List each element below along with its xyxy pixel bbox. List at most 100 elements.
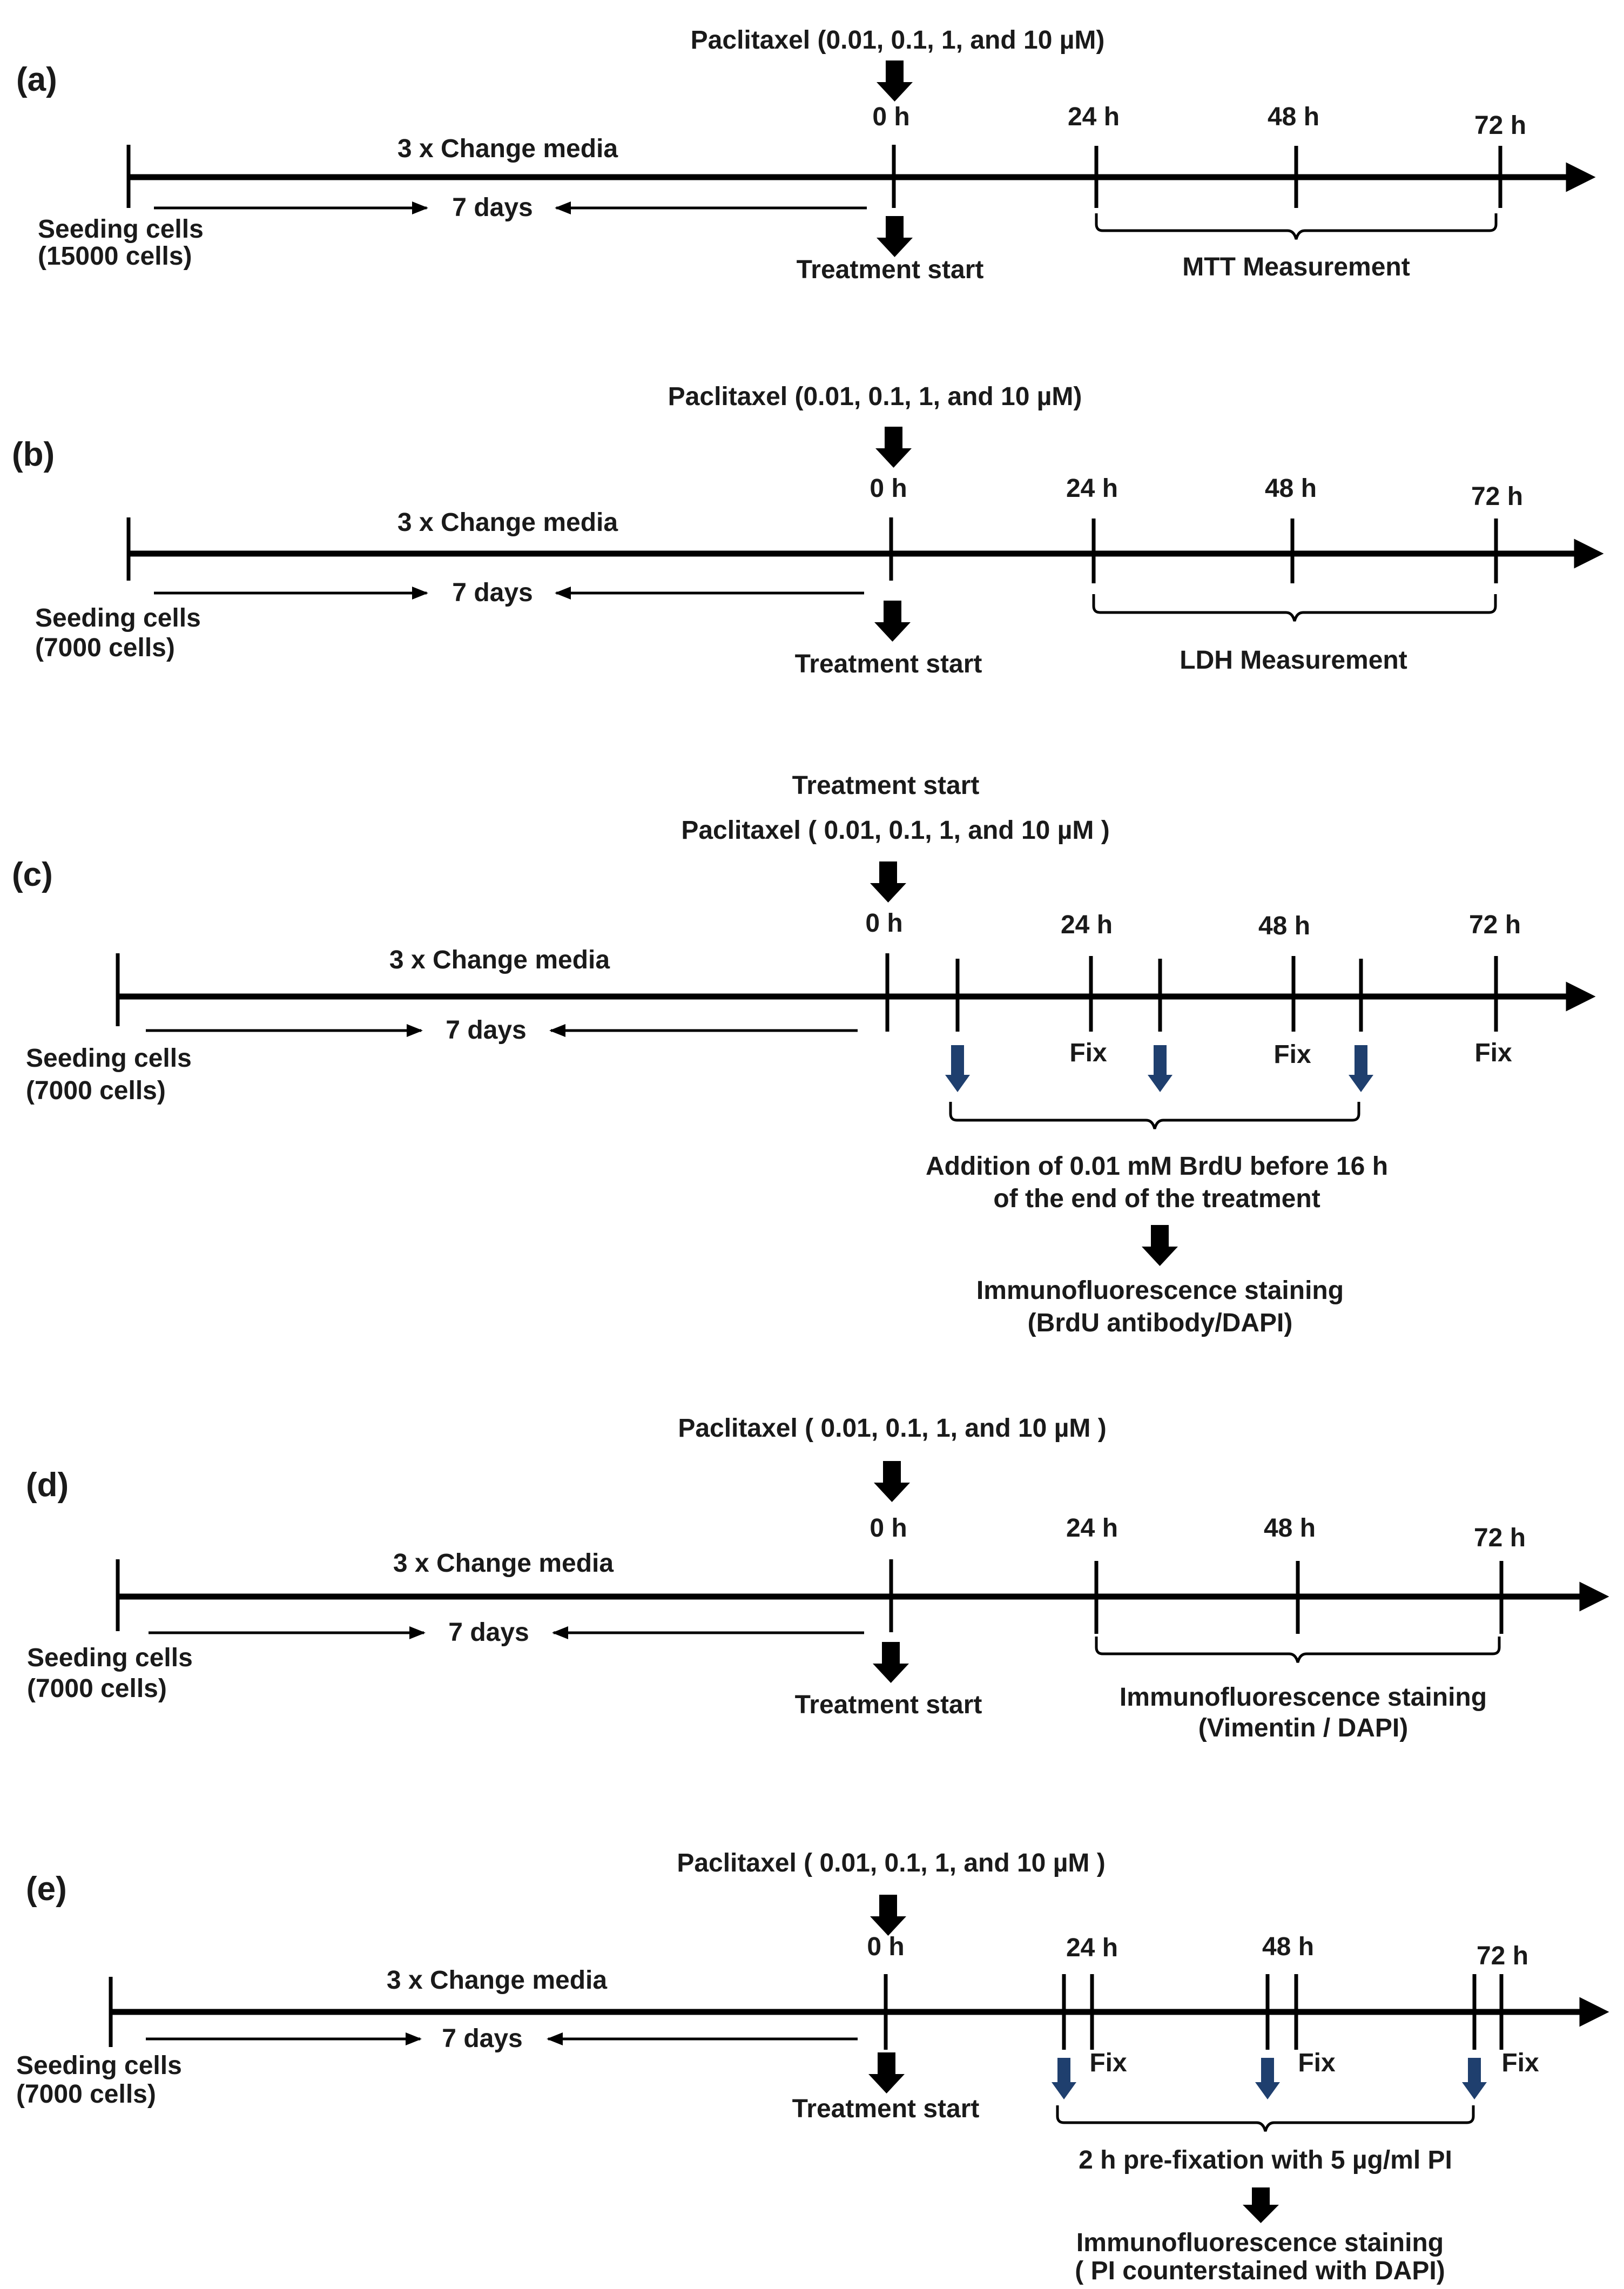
seeding-label: Seeding cells (27, 1644, 193, 1672)
down-arrow-icon (875, 427, 912, 468)
treatment-start-label: Treatment start (795, 650, 982, 678)
time-24h: 24 h (1068, 103, 1120, 131)
down-arrow-icon (1243, 2187, 1279, 2223)
staining-label: Immunofluorescence staining (976, 1276, 1344, 1305)
time-72h: 72 h (1474, 1524, 1526, 1552)
fix-label: Fix (1501, 2049, 1539, 2077)
seeding-label: Seeding cells (16, 2051, 182, 2080)
pi-arrow-icon (1052, 2058, 1076, 2099)
pi-label: 2 h pre-fixation with 5 µg/ml PI (1079, 2146, 1452, 2174)
fix-label: Fix (1298, 2049, 1336, 2077)
down-arrow-icon (873, 1642, 909, 1683)
down-arrow-icon (870, 861, 906, 903)
time-24h: 24 h (1066, 1514, 1118, 1543)
time-48h: 48 h (1264, 1514, 1316, 1543)
time-0h: 0 h (870, 474, 907, 503)
down-arrow-icon (874, 1461, 910, 1502)
seeding-label: Seeding cells (38, 215, 204, 244)
pi-arrow-icon (1462, 2058, 1487, 2099)
brdu-brace (949, 1102, 1360, 1129)
staining-detail: ( PI counterstained with DAPI) (1075, 2257, 1445, 2285)
down-arrow-icon (877, 60, 913, 102)
fix-label: Fix (1273, 1040, 1311, 1069)
time-0h: 0 h (872, 103, 909, 131)
time-24h: 24 h (1066, 1934, 1118, 1962)
days-label: 7 days (452, 578, 533, 607)
down-arrow-icon (877, 216, 913, 257)
seeding-label: Seeding cells (35, 604, 201, 632)
time-48h: 48 h (1262, 1933, 1314, 1961)
days-label: 7 days (448, 1618, 529, 1647)
brdu-arrow-icon (1148, 1045, 1172, 1092)
time-24h: 24 h (1061, 911, 1113, 939)
seeding-label: Seeding cells (26, 1044, 192, 1073)
time-72h: 72 h (1471, 482, 1523, 511)
measurement-brace (1092, 594, 1497, 622)
time-24h: 24 h (1066, 474, 1118, 503)
panel-label: (a) (16, 61, 57, 98)
down-arrow-icon (870, 1895, 906, 1936)
seeding-count: (7000 cells) (26, 1076, 166, 1105)
media-label: 3 x Change media (387, 1966, 607, 1995)
brdu-label: Addition of 0.01 mM BrdU before 16 h (926, 1152, 1388, 1181)
staining-detail: (Vimentin / DAPI) (1198, 1714, 1408, 1742)
drug-label: Paclitaxel (0.01, 0.1, 1, and 10 µM) (668, 382, 1082, 411)
fix-label: Fix (1069, 1039, 1107, 1067)
down-arrow-icon (868, 2052, 905, 2093)
treatment-start-label: Treatment start (792, 2095, 980, 2123)
panel-a: (a) Paclitaxel (0.01, 0.1, 1, and 10 µM)… (16, 26, 1596, 284)
time-48h: 48 h (1268, 103, 1319, 131)
panel-label: (b) (12, 436, 55, 473)
media-label: 3 x Change media (397, 508, 618, 537)
media-label: 3 x Change media (393, 1549, 614, 1578)
treatment-start-title: Treatment start (792, 771, 980, 800)
seeding-count: (7000 cells) (16, 2080, 156, 2109)
staining-label: Immunofluorescence staining (1076, 2229, 1444, 2257)
seeding-count: (15000 cells) (38, 242, 192, 271)
time-48h: 48 h (1258, 912, 1310, 940)
time-72h: 72 h (1469, 911, 1521, 939)
pi-brace (1056, 2105, 1475, 2132)
panel-d: (d) Paclitaxel ( 0.01, 0.1, 1, and 10 µM… (26, 1414, 1609, 1742)
panel-label: (e) (26, 1870, 67, 1908)
panel-label: (c) (12, 856, 53, 893)
treatment-start-label: Treatment start (795, 1691, 982, 1719)
days-label: 7 days (442, 2024, 522, 2053)
pi-arrow-icon (1255, 2058, 1280, 2099)
down-arrow-icon (1142, 1225, 1178, 1266)
time-72h: 72 h (1477, 1942, 1528, 1970)
brdu-arrow-icon (1349, 1045, 1373, 1092)
panel-label: (d) (26, 1466, 69, 1504)
days-label: 7 days (446, 1016, 526, 1045)
time-0h: 0 h (865, 909, 902, 938)
time-72h: 72 h (1474, 111, 1526, 140)
measurement-label: MTT Measurement (1182, 253, 1410, 281)
measurement-brace (1095, 213, 1498, 240)
staining-label: Immunofluorescence staining (1120, 1683, 1487, 1712)
drug-label: Paclitaxel ( 0.01, 0.1, 1, and 10 µM ) (678, 1414, 1106, 1443)
days-label: 7 days (452, 193, 533, 222)
fix-label: Fix (1474, 1039, 1512, 1067)
seeding-count: (7000 cells) (35, 634, 175, 662)
media-label: 3 x Change media (389, 946, 610, 974)
panel-e: (e) Paclitaxel ( 0.01, 0.1, 1, and 10 µM… (16, 1849, 1609, 2285)
measurement-label: LDH Measurement (1180, 646, 1407, 675)
time-0h: 0 h (867, 1933, 904, 1961)
panel-c: (c) Treatment start Paclitaxel ( 0.01, 0… (12, 771, 1596, 1337)
down-arrow-icon (874, 601, 911, 642)
panel-b: (b) Paclitaxel (0.01, 0.1, 1, and 10 µM)… (12, 382, 1604, 678)
media-label: 3 x Change media (397, 134, 618, 163)
time-48h: 48 h (1265, 474, 1317, 503)
staining-detail: (BrdU antibody/DAPI) (1028, 1309, 1293, 1337)
drug-label: Paclitaxel ( 0.01, 0.1, 1, and 10 µM ) (677, 1849, 1105, 1877)
drug-label: Paclitaxel (0.01, 0.1, 1, and 10 µM) (691, 26, 1105, 55)
brdu-label-2: of the end of the treatment (993, 1184, 1320, 1213)
treatment-start-label: Treatment start (797, 255, 984, 284)
drug-label: Paclitaxel ( 0.01, 0.1, 1, and 10 µM ) (681, 816, 1109, 845)
time-0h: 0 h (870, 1514, 907, 1543)
fix-label: Fix (1089, 2049, 1127, 2077)
seeding-count: (7000 cells) (27, 1674, 167, 1703)
brdu-arrow-icon (945, 1045, 970, 1092)
staining-brace (1095, 1637, 1501, 1663)
